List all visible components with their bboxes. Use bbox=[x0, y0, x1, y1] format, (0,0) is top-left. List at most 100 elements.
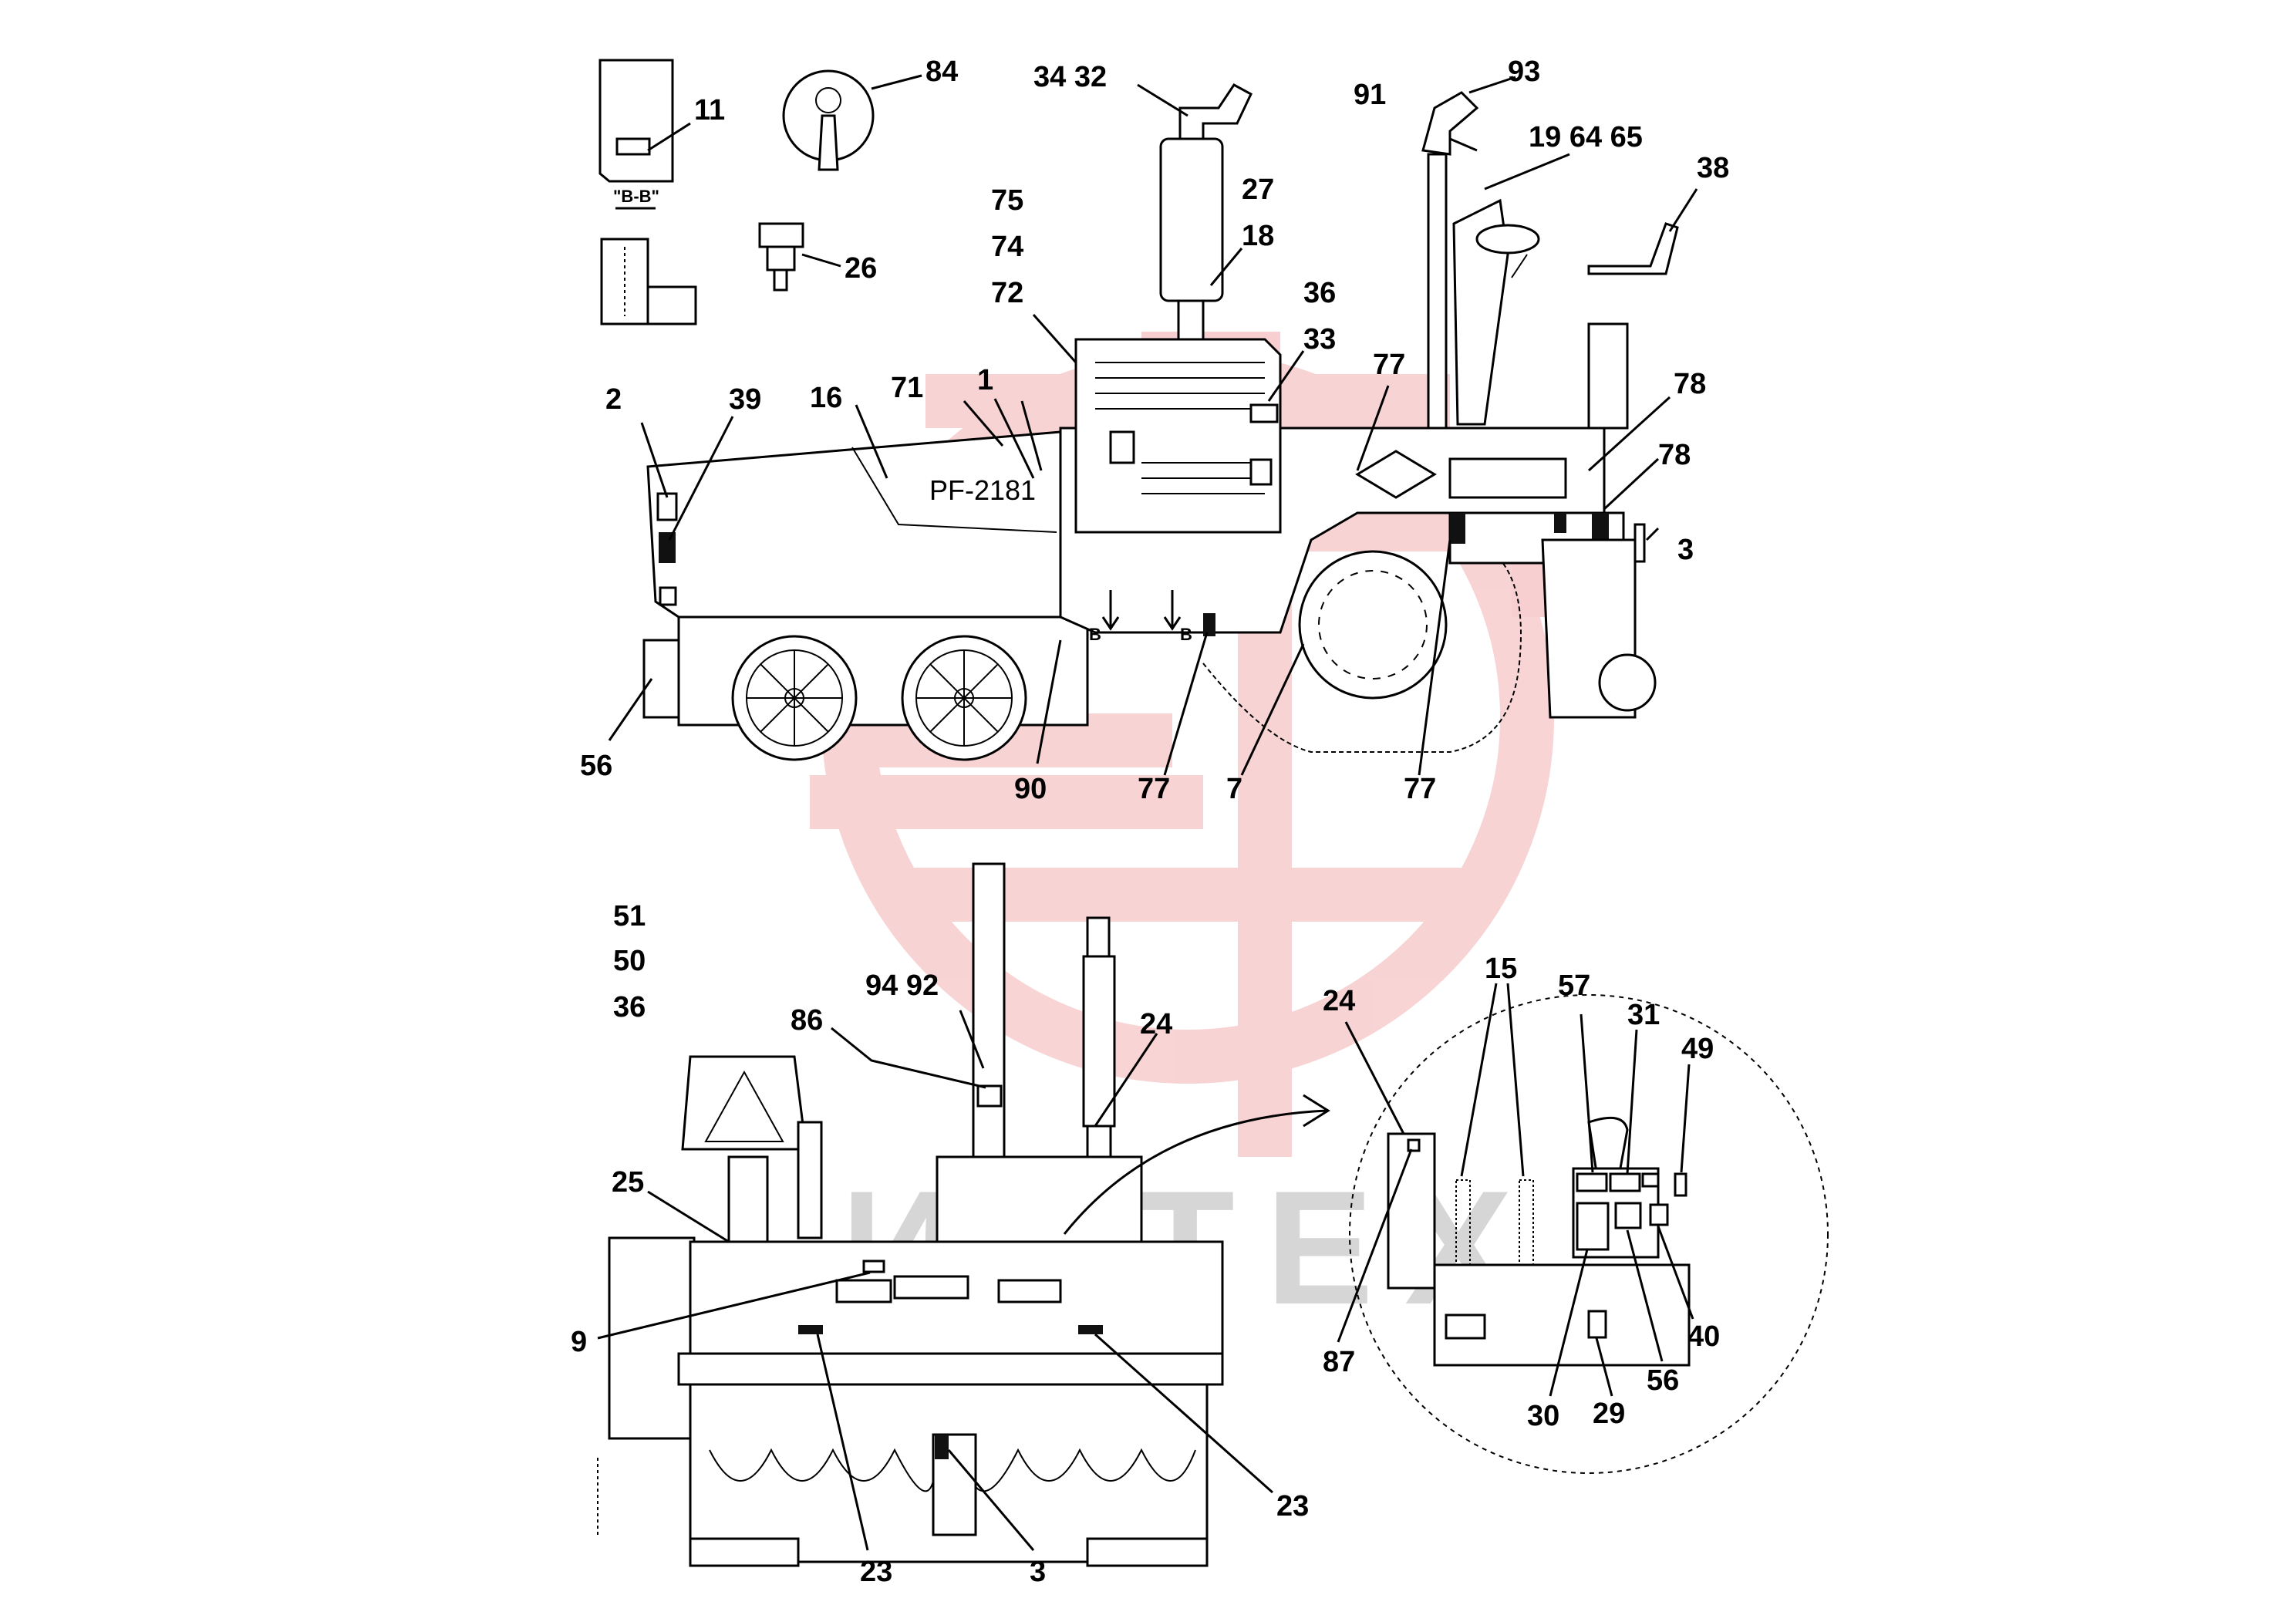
detail-strip-15b bbox=[1519, 1179, 1534, 1266]
callout-87: 87 bbox=[1323, 1346, 1355, 1378]
left-foot bbox=[689, 1537, 800, 1567]
callout-7: 7 bbox=[1226, 773, 1242, 805]
callout-57: 57 bbox=[1558, 969, 1590, 1002]
model-label: PF-2181 bbox=[929, 474, 1036, 506]
operator-seat-icon bbox=[1587, 222, 1679, 275]
callout-16: 16 bbox=[810, 382, 842, 414]
detail-decal-31 bbox=[1609, 1172, 1641, 1192]
front-console-box bbox=[936, 1155, 1143, 1243]
callout-90: 90 bbox=[1014, 773, 1047, 805]
callout-72: 72 bbox=[991, 277, 1023, 309]
front-wheel-1 bbox=[731, 635, 858, 761]
front-decal-9 bbox=[862, 1259, 885, 1273]
front-wheel-2 bbox=[901, 635, 1027, 761]
section-b-arrow-left bbox=[1101, 590, 1120, 631]
side-view: PF-2181 bbox=[580, 56, 1729, 805]
section-tag-b-b: "B-B" bbox=[613, 187, 659, 206]
hopper-decal-39 bbox=[659, 532, 676, 563]
hopper-wing-panel bbox=[851, 447, 1057, 533]
callout-34-32: 34 32 bbox=[1033, 61, 1107, 93]
callout-24-front: 24 bbox=[1140, 1008, 1172, 1040]
side-decal-77 bbox=[1450, 513, 1465, 544]
callout-38: 38 bbox=[1697, 152, 1729, 184]
steering-wheel-icon bbox=[1475, 224, 1540, 255]
auger-left-icon bbox=[709, 1448, 934, 1492]
seat-post bbox=[1587, 322, 1629, 430]
detail-decal-40 bbox=[1649, 1203, 1669, 1226]
callout-1: 1 bbox=[977, 364, 993, 396]
front-muffler bbox=[1082, 955, 1116, 1128]
callout-93: 93 bbox=[1508, 56, 1540, 88]
hood-grille bbox=[1095, 362, 1265, 494]
callout-49: 49 bbox=[1681, 1033, 1714, 1065]
callout-9: 9 bbox=[571, 1326, 587, 1358]
callout-11: 11 bbox=[694, 94, 725, 126]
callout-84: 84 bbox=[925, 56, 958, 88]
callout-3-front: 3 bbox=[1030, 1556, 1046, 1588]
side-decal-78b bbox=[1554, 513, 1566, 533]
callout-15: 15 bbox=[1485, 953, 1517, 985]
front-control-plate-right bbox=[997, 1279, 1062, 1303]
hood-latch bbox=[1109, 430, 1135, 464]
exhaust-pipe bbox=[1178, 83, 1253, 140]
front-center-plate bbox=[893, 1275, 969, 1300]
callout-39: 39 bbox=[729, 383, 761, 416]
rear-bumper bbox=[1633, 523, 1646, 563]
screed-end-roller bbox=[1598, 653, 1657, 712]
auger-right-icon bbox=[971, 1448, 1196, 1492]
callout-26: 26 bbox=[845, 252, 877, 285]
front-seat-post bbox=[727, 1155, 769, 1243]
callout-24-detail: 24 bbox=[1323, 985, 1355, 1017]
callout-36: 36 bbox=[1303, 277, 1336, 309]
crawler-track bbox=[1202, 555, 1522, 753]
callout-51: 51 bbox=[613, 900, 646, 932]
callout-78-b: 78 bbox=[1658, 439, 1691, 471]
steering-column bbox=[1511, 254, 1528, 278]
front-view-leader-lines bbox=[597, 1010, 1273, 1551]
track-sprocket-bolt-circle bbox=[1318, 570, 1428, 679]
callout-29: 29 bbox=[1593, 1398, 1625, 1430]
hood-decal-36 bbox=[1249, 403, 1279, 423]
front-lower-body bbox=[677, 1352, 1224, 1386]
front-decal-23-right bbox=[1078, 1325, 1103, 1334]
detail-decal-87 bbox=[1407, 1138, 1421, 1152]
exhaust-stack bbox=[1177, 299, 1205, 341]
side-decal-78 bbox=[1448, 457, 1567, 499]
detail-circle bbox=[1349, 994, 1829, 1474]
side-decal-77-lower bbox=[1203, 613, 1215, 636]
callout-23-left: 23 bbox=[860, 1556, 892, 1588]
detail-decal-56 bbox=[1614, 1202, 1642, 1229]
callout-30: 30 bbox=[1527, 1400, 1559, 1432]
detail-decal-30 bbox=[1576, 1202, 1610, 1251]
front-tower-left bbox=[797, 1121, 823, 1239]
detail-view-callouts: 24 15 57 31 49 87 40 56 30 29 bbox=[1323, 953, 1720, 1432]
side-view-callouts: 11 84 26 34 32 27 18 75 74 72 36 33 91 9… bbox=[580, 56, 1729, 805]
inset-section-b-b: "B-B" bbox=[598, 59, 674, 210]
center-decal-3 bbox=[935, 1435, 949, 1459]
hopper-decal-2 bbox=[656, 492, 678, 521]
front-view-callouts: 51 50 36 94 92 86 24 25 9 23 3 23 bbox=[571, 900, 1309, 1588]
left-side-panel bbox=[608, 1236, 696, 1440]
callout-77-a: 77 bbox=[1138, 773, 1170, 805]
callout-2: 2 bbox=[605, 383, 622, 416]
callout-23-right: 23 bbox=[1276, 1490, 1309, 1523]
detail-strip-15a bbox=[1455, 1179, 1471, 1266]
detail-view-leader-lines bbox=[1337, 983, 1694, 1397]
front-view: 51 50 36 94 92 86 24 25 9 23 3 23 bbox=[571, 862, 1330, 1588]
callout-3: 3 bbox=[1677, 534, 1694, 566]
callout-56-detail: 56 bbox=[1647, 1364, 1679, 1397]
callout-56: 56 bbox=[580, 750, 612, 782]
front-decal-86 bbox=[976, 1084, 1003, 1108]
callout-91: 91 bbox=[1354, 79, 1386, 111]
callout-31: 31 bbox=[1627, 999, 1660, 1031]
detail-decal-29 bbox=[1587, 1310, 1607, 1339]
control-console bbox=[1452, 198, 1509, 426]
detail-decal-31b bbox=[1641, 1172, 1660, 1188]
callout-86: 86 bbox=[791, 1004, 823, 1037]
detail-decal-57 bbox=[1576, 1172, 1608, 1192]
callout-77-top: 77 bbox=[1373, 349, 1405, 381]
right-foot bbox=[1086, 1537, 1209, 1567]
detail-joystick-icon bbox=[1587, 1116, 1629, 1174]
inset-battery-switch-icon bbox=[782, 69, 875, 171]
callout-19-64-65: 19 64 65 bbox=[1529, 121, 1643, 153]
